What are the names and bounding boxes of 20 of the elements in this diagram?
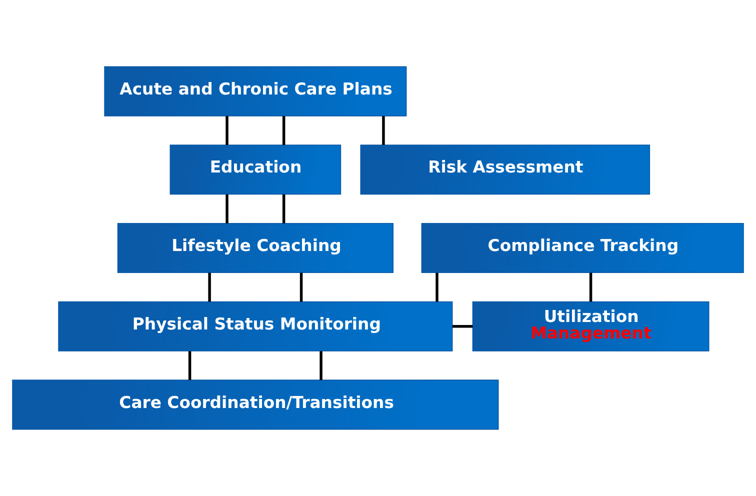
connector [226, 194, 228, 224]
connector [208, 272, 211, 302]
connector [452, 325, 473, 328]
connector [436, 272, 438, 302]
connector [300, 272, 303, 302]
connector [282, 116, 286, 145]
node-box: Acute and Chronic Care Plans [104, 66, 407, 116]
node-box: Care Coordination/Transitions [12, 380, 499, 430]
connector [188, 351, 192, 380]
node-box: Education [170, 144, 342, 195]
node-box: Risk Assessment [360, 144, 650, 195]
node-box: Physical Status Monitoring [58, 301, 453, 352]
node-box: Utilization Management [472, 301, 710, 352]
node-box: Compliance Tracking [421, 222, 744, 274]
connector [320, 351, 322, 380]
connector [382, 116, 385, 145]
connector [589, 272, 592, 302]
connector [226, 116, 228, 145]
connector [282, 194, 286, 224]
node-box: Lifestyle Coaching [117, 222, 394, 274]
